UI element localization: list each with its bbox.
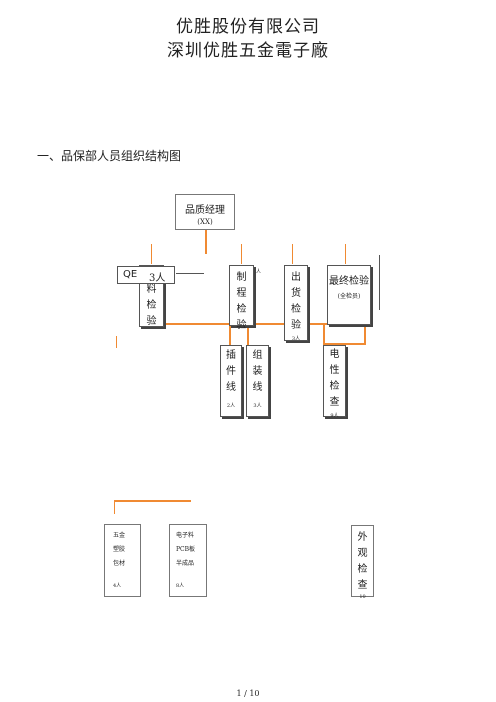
visual-check-label: 外观检查	[357, 532, 368, 591]
materials-line-1: 五金	[113, 532, 126, 539]
materials-line-2: 塑胶	[113, 546, 126, 553]
qe-count: 3人	[149, 273, 166, 284]
company-name: 优胜股份有限公司	[176, 17, 320, 37]
manager-box: 品质经理 (XX)	[175, 194, 235, 230]
assembly-count: 3人	[253, 403, 262, 409]
lower-org-tick	[114, 500, 115, 514]
lower-line-3	[323, 325, 325, 345]
final-inspection-box: 最终检验 (全检员)	[327, 265, 371, 325]
factory-name: 深圳优胜五金電子廠	[167, 41, 329, 61]
incoming-label: 料检验	[146, 284, 157, 327]
electronics-count: 8人	[176, 583, 185, 589]
manager-name: (XX)	[197, 218, 213, 226]
column-line-4	[345, 244, 346, 264]
process-count: 人	[256, 269, 262, 275]
qe-box: QE 3人	[117, 266, 175, 284]
lower-org-line	[114, 500, 191, 502]
right-vertical	[379, 255, 380, 310]
electrical-count: 9人	[330, 413, 339, 419]
materials-line-3: 包材	[113, 560, 126, 567]
insertion-count: 2人	[226, 403, 236, 409]
process-label: 制程检验	[236, 272, 247, 331]
left-tick	[116, 336, 117, 348]
visual-check-count: 10	[359, 594, 366, 600]
outgoing-count: 3人	[291, 336, 301, 342]
outgoing-inspection-box: 出货检验 3人	[284, 265, 308, 342]
electrical-label: 电性检查	[329, 349, 340, 408]
electronics-line-1: 电子料	[176, 532, 195, 539]
manager-title: 品质经理	[185, 205, 225, 216]
materials-box: 五金 塑胶 包材 4人	[104, 524, 141, 597]
qe-label: QE	[123, 269, 138, 280]
visual-check-box: 外观检查 10	[351, 525, 374, 600]
materials-count: 4人	[113, 583, 122, 589]
assembly-line-box: 组装线 3人	[246, 345, 269, 417]
lower-line-1	[229, 325, 231, 345]
outgoing-label: 出货检验	[291, 272, 301, 331]
section-heading: 一、品保部人员组织结构图	[37, 149, 182, 163]
final-note: (全检员)	[337, 293, 361, 300]
insertion-label: 插件线	[226, 350, 236, 393]
electrical-check-box: 电性检查 9人	[323, 345, 346, 419]
manager-drop-line	[205, 226, 207, 254]
column-line-1	[151, 244, 152, 264]
main-horizontal-line	[148, 323, 366, 325]
column-line-3	[292, 244, 293, 264]
branch-horizontal	[323, 343, 366, 345]
lower-line-4	[364, 325, 366, 345]
assembly-label: 组装线	[252, 350, 263, 393]
qe-connector	[176, 273, 204, 274]
column-line-2	[241, 244, 242, 264]
insertion-line-box: 插件线 2人	[220, 345, 242, 417]
electronics-line-3: 半成品	[176, 560, 195, 567]
page-number: 1 / 10	[236, 689, 260, 698]
electronics-line-2: PCB板	[176, 546, 196, 553]
process-inspection-box: 制程检验	[229, 265, 254, 331]
lower-line-2	[247, 325, 249, 345]
final-label: 最终检验	[329, 276, 369, 287]
electronics-box: 电子料 PCB板 半成品 8人	[169, 524, 207, 597]
